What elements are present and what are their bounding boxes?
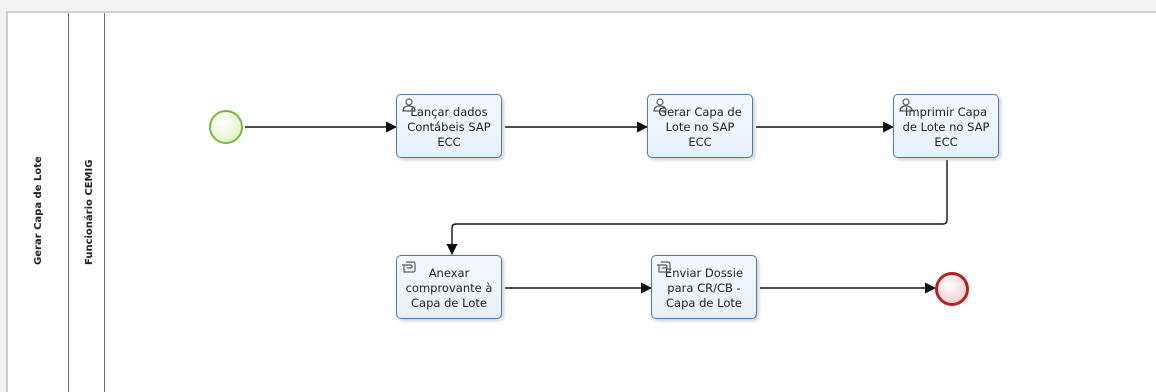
task-lancar-dados[interactable]: Lançar dados Contábeis SAP ECC (396, 94, 502, 158)
task-anexar-comprovante[interactable]: Anexar comprovante à Capa de Lote (396, 255, 502, 319)
task-label: Anexar comprovante à Capa de Lote (405, 265, 493, 310)
task-label: Enviar Dossie para CR/CB - Capa de Lote (664, 265, 744, 310)
hand-icon (402, 261, 416, 273)
bpmn-pool: Gerar Capa de Lote Funcionário CEMIG (6, 11, 1156, 392)
end-event[interactable] (935, 272, 969, 306)
task-gerar-capa[interactable]: Gerar Capa de Lote no SAP ECC (647, 94, 753, 158)
task-enviar-dossie[interactable]: Enviar Dossie para CR/CB - Capa de Lote (651, 255, 757, 319)
lane-label: Funcionário CEMIG (84, 159, 95, 265)
user-icon (402, 98, 416, 112)
task-label: Gerar Capa de Lote no SAP ECC (658, 104, 742, 149)
user-icon (653, 98, 667, 112)
hand-icon (657, 261, 671, 273)
task-label: Lançar dados Contábeis SAP ECC (407, 104, 491, 149)
task-label: Imprimir Capa de Lote no SAP ECC (902, 104, 990, 149)
pool-label: Gerar Capa de Lote (33, 156, 44, 265)
user-icon (899, 98, 913, 112)
lane-header-divider (104, 13, 105, 392)
task-imprimir-capa[interactable]: Imprimir Capa de Lote no SAP ECC (893, 94, 999, 158)
pool-header-divider (68, 13, 69, 392)
start-event[interactable] (209, 110, 243, 144)
